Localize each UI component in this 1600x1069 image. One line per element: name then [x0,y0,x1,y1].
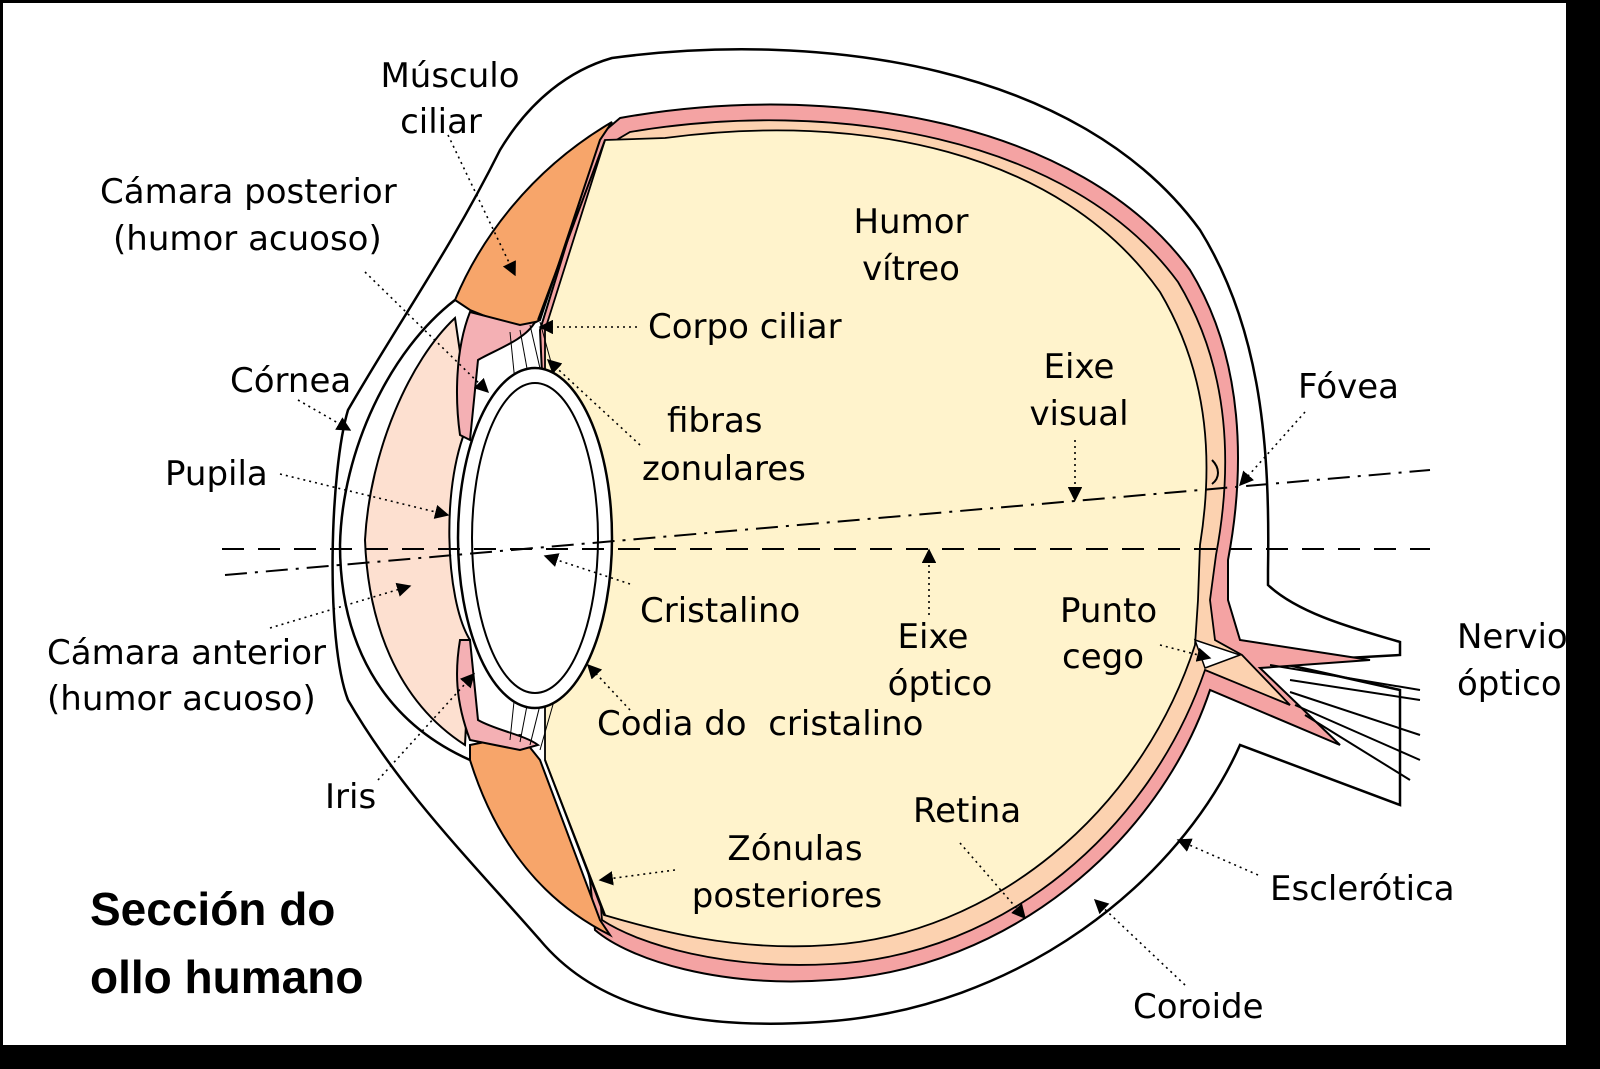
label-esclerotica: Esclerótica [1270,869,1455,909]
lens [471,382,599,694]
label-coroide: Coroide [1133,987,1264,1027]
label-musculo-ciliar-1: Músculo [380,56,519,96]
label-eixe-visual-2: visual [1029,394,1128,434]
labels: Músculo ciliar Cámara posterior (humor a… [47,56,1568,1027]
iris-top [456,310,537,442]
label-zonulas-posteriores-1: Zónulas [727,829,862,869]
anterior-chamber [363,315,472,747]
label-camara-anterior-1: Cámara anterior [47,633,326,673]
label-retina: Retina [913,791,1021,831]
label-eixe-visual-1: Eixe [1044,347,1115,387]
label-camara-anterior-2: (humor acuoso) [47,679,316,719]
fovea-pit [1211,459,1219,485]
label-camara-posterior-1: Cámara posterior [100,172,397,212]
label-humor-vitreo-2: vítreo [862,249,960,289]
label-eixe-optico-1: Eixe [898,617,969,657]
posterior-zonule-top [537,139,606,321]
label-iris: Iris [325,777,376,817]
posterior-zonule-bottom [544,759,606,916]
label-cornea: Córnea [230,361,351,401]
label-codia-do-cristalino: Codia do cristalino [597,704,923,744]
label-fibras-zonulares-1: fibras [667,401,763,441]
label-punto-cego-2: cego [1062,637,1144,677]
label-nervio-optico-2: óptico [1457,664,1562,704]
label-fibras-zonulares-2: zonulares [642,449,806,489]
label-musculo-ciliar-2: ciliar [400,102,482,142]
label-fovea: Fóvea [1298,367,1399,407]
label-cristalino: Cristalino [640,591,800,631]
leader-lines [269,134,1306,986]
ciliary-muscle-bottom [469,733,613,938]
eye-drawing [222,48,1431,1025]
vitreous-humour [544,129,1208,948]
label-eixe-optico-2: óptico [888,664,993,704]
label-zonulas-posteriores-2: posteriores [692,876,882,916]
cornea [338,299,471,762]
diagram-title-line-1: Sección do [90,883,335,935]
optic-nerve-fibres [1269,664,1421,781]
label-punto-cego-1: Punto [1060,591,1157,631]
iris-bottom [456,639,541,752]
label-camara-posterior-2: (humor acuoso) [113,219,382,259]
label-pupila: Pupila [165,454,268,494]
label-humor-vitreo-1: Humor [853,202,968,242]
diagram-title-line-2: ollo humano [90,951,363,1003]
label-nervio-optico-1: Nervio [1457,617,1568,657]
visual-axis [224,469,1431,576]
label-corpo-ciliar: Corpo ciliar [648,307,842,347]
